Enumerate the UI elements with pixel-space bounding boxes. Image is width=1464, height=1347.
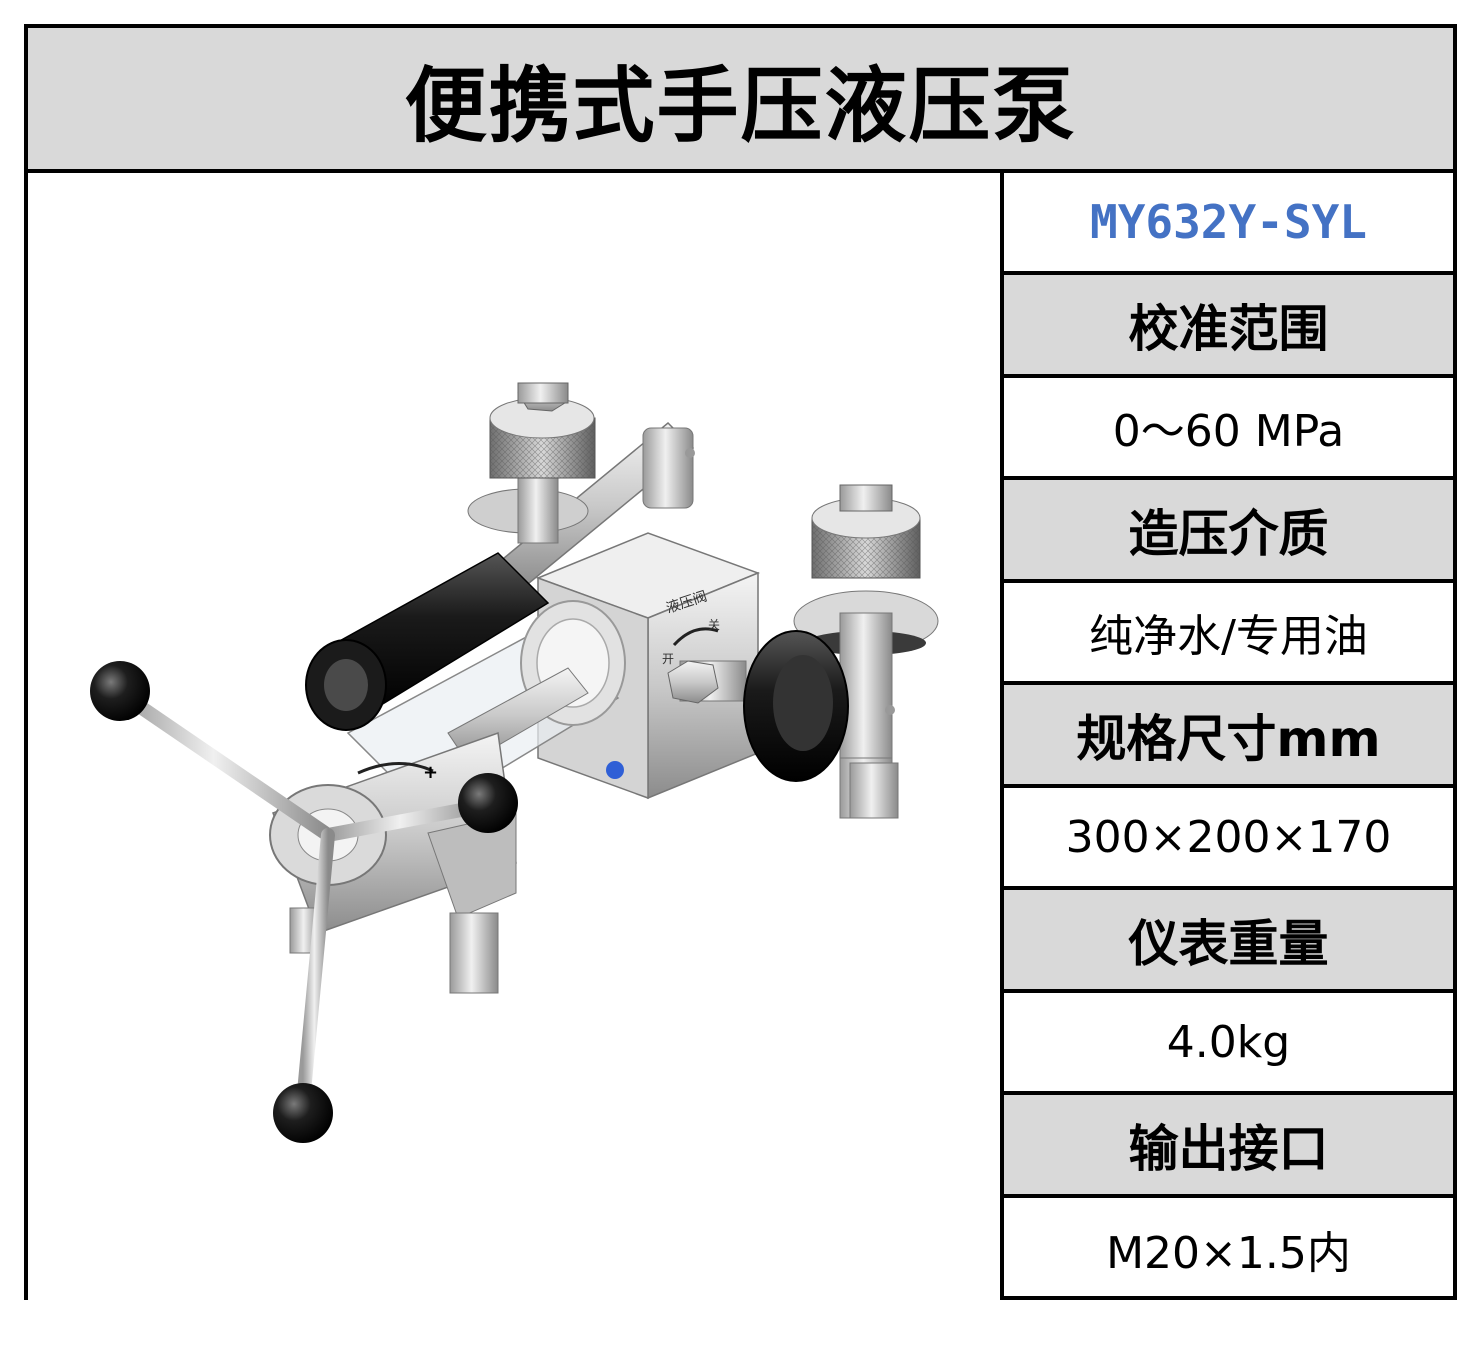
weight-label-row: 仪表重量 bbox=[1004, 890, 1453, 993]
weight-value-row: 4.0kg bbox=[1004, 993, 1453, 1095]
pump-handle bbox=[305, 421, 695, 731]
medium-value: 纯净水/专用油 bbox=[1089, 611, 1368, 662]
left-gauge-port bbox=[467, 382, 596, 544]
model-row: MY632Y-SYL bbox=[1004, 173, 1453, 275]
spec-sheet: 便携式手压液压泵 bbox=[24, 24, 1457, 1300]
range-value: 0～60 MPa bbox=[1112, 406, 1345, 457]
weight-value: 4.0kg bbox=[1166, 1016, 1291, 1068]
size-label: 规格尺寸mm bbox=[1076, 709, 1381, 768]
valve-handwheel bbox=[667, 630, 849, 782]
pump-illustration: 液压阀 开 关 bbox=[90, 382, 939, 1143]
valve-close-label: 关 bbox=[708, 618, 720, 632]
weight-label: 仪表重量 bbox=[1128, 914, 1329, 973]
size-label-row: 规格尺寸mm bbox=[1004, 685, 1453, 788]
product-image-panel: 液压阀 开 关 bbox=[28, 173, 1004, 1300]
svg-text:+: + bbox=[423, 762, 438, 783]
right-gauge-port bbox=[793, 484, 939, 819]
spec-table: MY632Y-SYL 校准范围 0～60 MPa 造压介质 纯净水/专用油 规格… bbox=[1004, 173, 1453, 1300]
medium-value-row: 纯净水/专用油 bbox=[1004, 583, 1453, 685]
range-label: 校准范围 bbox=[1128, 299, 1329, 358]
title-bar: 便携式手压液压泵 bbox=[28, 28, 1453, 173]
range-value-row: 0～60 MPa bbox=[1004, 378, 1453, 480]
medium-label-row: 造压介质 bbox=[1004, 480, 1453, 583]
medium-label: 造压介质 bbox=[1128, 504, 1329, 563]
output-value: M20×1.5内 bbox=[1106, 1228, 1351, 1279]
model-number: MY632Y-SYL bbox=[1090, 195, 1367, 249]
output-label-row: 输出接口 bbox=[1004, 1095, 1453, 1198]
output-value-row: M20×1.5内 bbox=[1004, 1198, 1453, 1300]
output-label: 输出接口 bbox=[1128, 1119, 1329, 1178]
range-label-row: 校准范围 bbox=[1004, 275, 1453, 378]
size-value: 300×200×170 bbox=[1065, 811, 1392, 863]
size-value-row: 300×200×170 bbox=[1004, 788, 1453, 890]
valve-open-label: 开 bbox=[662, 652, 674, 666]
crank-assembly: + bbox=[90, 661, 899, 1143]
page-title: 便携式手压液压泵 bbox=[404, 59, 1077, 154]
